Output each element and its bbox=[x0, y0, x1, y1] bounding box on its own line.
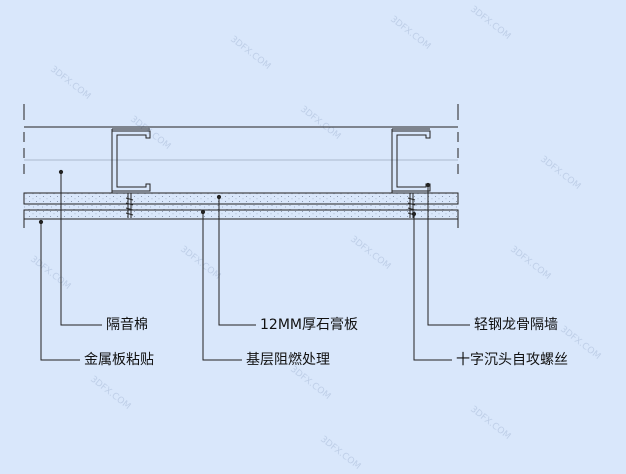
watermark-text: 3DFX.COM bbox=[178, 244, 222, 281]
watermark-text: 3DFX.COM bbox=[318, 434, 362, 470]
watermark-text: 3DFX.COM bbox=[508, 244, 552, 281]
leader-lines bbox=[38, 169, 470, 361]
watermark-text: 3DFX.COM bbox=[228, 34, 272, 71]
watermark-text: 3DFX.COM bbox=[298, 104, 342, 141]
watermark-text: 3DFX.COM bbox=[468, 404, 512, 441]
watermark-text: 3DFX.COM bbox=[468, 4, 512, 41]
watermark-text: 3DFX.COM bbox=[288, 364, 332, 401]
screw-icon-left bbox=[125, 193, 134, 218]
watermark-text: 3DFX.COM bbox=[538, 154, 582, 191]
watermark-text: 3DFX.COM bbox=[88, 374, 132, 411]
label-sound-insulation: 隔音棉 bbox=[106, 317, 148, 333]
gypsum-board-layer bbox=[23, 192, 459, 205]
label-steel-keel: 轻钢龙骨隔墙 bbox=[474, 317, 558, 333]
label-fireproof-base: 基层阻燃处理 bbox=[246, 352, 330, 368]
watermark-text: 3DFX.COM bbox=[48, 64, 92, 101]
label-gypsum-board: 12MM厚石膏板 bbox=[260, 317, 358, 333]
watermark-text: 3DFX.COM bbox=[28, 254, 72, 291]
watermark-text: 3DFX.COM bbox=[348, 234, 392, 271]
label-metal-panel: 金属板粘贴 bbox=[84, 352, 154, 368]
steel-stud-right bbox=[391, 128, 431, 193]
label-screw: 十字沉头自攻螺丝 bbox=[456, 352, 568, 368]
fireproof-base-layer bbox=[24, 204, 458, 210]
watermark-text: 3DFX.COM bbox=[388, 14, 432, 51]
steel-stud-left bbox=[111, 128, 151, 193]
screw-icon-right bbox=[407, 193, 416, 218]
metal-panel-layer bbox=[23, 209, 459, 220]
watermark-layer: 3DFX.COM 3DFX.COM 3DFX.COM 3DFX.COM 3DFX… bbox=[28, 4, 602, 471]
